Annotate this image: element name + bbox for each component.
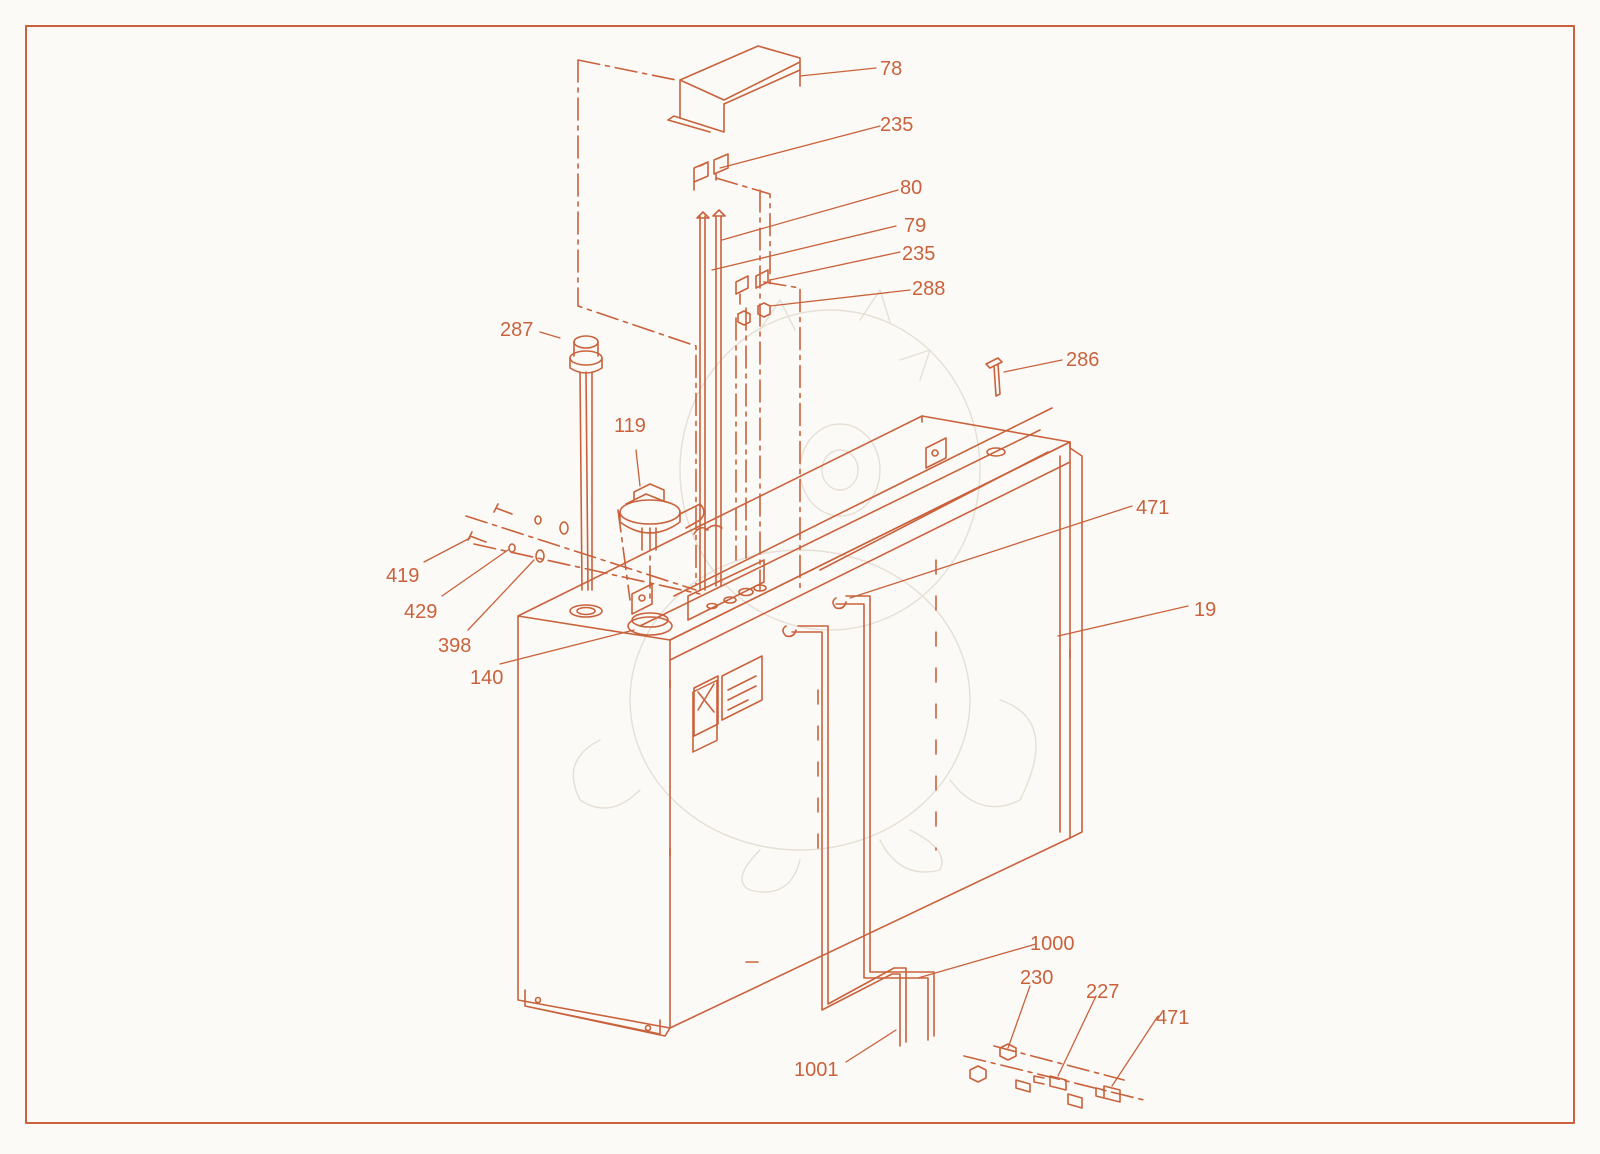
label-288: 288	[912, 278, 945, 300]
label-19: 19	[1194, 599, 1216, 621]
pressure-switch-119	[619, 483, 705, 551]
screw-set	[467, 503, 569, 563]
label-287: 287	[500, 319, 533, 341]
label-230: 230	[1020, 967, 1053, 989]
label-286: 286	[1066, 349, 1099, 371]
label-140: 140	[470, 667, 503, 689]
label-227: 227	[1086, 981, 1119, 1003]
watermark-mascot	[572, 289, 1037, 893]
bottom-fittings	[969, 1043, 1121, 1109]
label-429: 429	[404, 601, 437, 623]
label-1000: 1000	[1030, 933, 1075, 955]
label-471-upper: 471	[1136, 497, 1169, 519]
label-79: 79	[904, 215, 926, 237]
label-80: 80	[900, 177, 922, 199]
rods-80-79	[693, 209, 726, 591]
label-78: 78	[880, 58, 902, 80]
label-471-lower: 471	[1156, 1007, 1189, 1029]
pipes-1000-1001	[782, 595, 935, 1047]
fittings-235-288	[735, 269, 771, 326]
sensor-287	[569, 335, 603, 591]
label-1001: 1001	[794, 1059, 839, 1081]
fittings-235-upper	[693, 153, 729, 191]
plug-286	[985, 357, 1003, 397]
drawing-frame	[25, 25, 1575, 1124]
label-235-lower: 235	[902, 243, 935, 265]
label-419: 419	[386, 565, 419, 587]
leader-lines	[423, 67, 1189, 1087]
part-labels: 78 235 80 79 235 288 287 286 119 471 19 …	[386, 58, 1216, 1081]
tank-body	[517, 407, 1083, 1037]
bracket-78	[667, 45, 801, 133]
label-235-upper: 235	[880, 114, 913, 136]
label-398: 398	[438, 635, 471, 657]
label-119: 119	[614, 415, 646, 437]
